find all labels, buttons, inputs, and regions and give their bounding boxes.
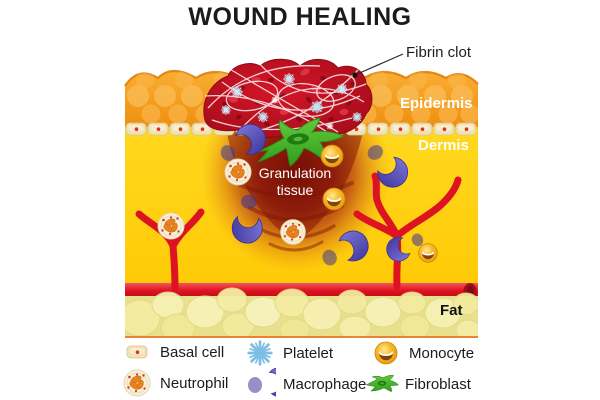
macrophage-icon xyxy=(243,368,277,400)
granulation-label-line2: tissue xyxy=(276,182,314,198)
monocyte-icon xyxy=(369,340,403,366)
legend-label: Neutrophil xyxy=(160,374,229,392)
legend-label: Platelet xyxy=(283,344,334,362)
platelet-icon xyxy=(243,338,277,368)
legend-label: Macrophage xyxy=(283,375,367,393)
dermis-label: Dermis xyxy=(418,137,469,154)
fibrin-mesh xyxy=(204,61,367,135)
legend-label: Basal cell xyxy=(160,343,225,361)
basal-cell-icon xyxy=(120,342,154,362)
legend-item-neutrophil: Neutrophil xyxy=(120,368,228,398)
legend-label: Fibroblast xyxy=(405,375,471,393)
fibroblast-icon xyxy=(365,371,399,397)
page-title: WOUND HEALING xyxy=(188,3,412,31)
legend-item-platelet: Platelet xyxy=(243,338,333,368)
granulation-label-line1: Granulation xyxy=(258,165,332,181)
fat-layer xyxy=(125,287,478,338)
legend-item-basal-cell: Basal cell xyxy=(120,337,224,367)
neutrophil-icon xyxy=(120,369,154,397)
fibrin-clot-graphic xyxy=(203,58,373,139)
legend-item-macrophage: Macrophage xyxy=(243,368,367,400)
legend-label: Monocyte xyxy=(409,344,475,362)
granulation-tissue-label: Granulation tissue xyxy=(233,165,357,199)
fibrin-clot-pointer xyxy=(352,53,404,78)
fibrin-clot-label: Fibrin clot xyxy=(406,44,472,61)
legend-item-monocyte: Monocyte xyxy=(369,338,474,368)
fat-label: Fat xyxy=(440,302,463,319)
capillary-left xyxy=(135,208,205,292)
epidermis-label: Epidermis xyxy=(400,95,473,112)
legend-item-fibroblast: Fibroblast xyxy=(365,369,471,399)
